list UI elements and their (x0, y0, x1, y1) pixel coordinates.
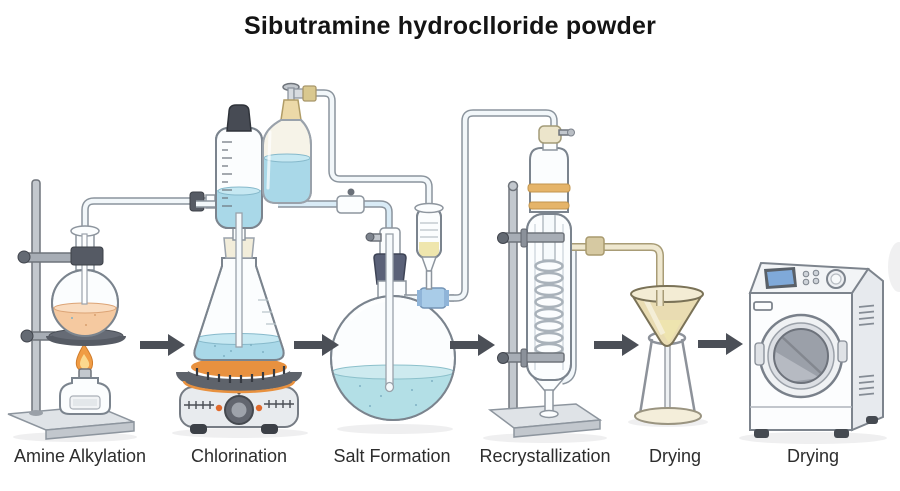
drying-funnel-apparatus (630, 285, 704, 425)
stage-label-amine-alkylation: Amine Alkylation (13, 446, 147, 466)
inner-tube (81, 233, 88, 305)
detergent-slot (753, 301, 773, 311)
arrow-1 (140, 334, 185, 356)
stand-base (513, 419, 601, 438)
tube-connector (336, 195, 365, 214)
inner-tube (235, 212, 243, 348)
joint-band (527, 183, 571, 193)
arrow-5 (698, 333, 743, 355)
condenser-coil (534, 259, 564, 356)
control-buttons (802, 269, 820, 286)
machine-feet (754, 416, 878, 438)
amine-alkylation-apparatus (7, 179, 218, 440)
door (754, 313, 848, 399)
valve-fitting (302, 85, 317, 102)
clamp-jaw (70, 246, 104, 266)
stage-label-drying-machine: Drying (786, 446, 840, 466)
dropping-funnel (414, 202, 444, 290)
stopcock-pin (347, 188, 355, 196)
round-bottom-flask (46, 225, 126, 346)
recrystallization-apparatus (487, 125, 664, 438)
hose-connector (419, 287, 447, 309)
salt-formation-apparatus (330, 109, 558, 421)
gas-bottle (262, 82, 317, 204)
outlet-tube (566, 236, 664, 296)
tube-connector (585, 236, 605, 256)
page-title: Sibutramine hydroclloride powder (243, 12, 656, 40)
door-hinge (754, 342, 765, 366)
transfer-tube-1 (81, 191, 218, 232)
stand-base (45, 421, 135, 440)
drying-machine (748, 261, 884, 438)
alcohol-lamp (59, 343, 111, 415)
stage-label-recrystallization: Recrystallization (479, 446, 611, 466)
gas-bottle-assembly (262, 82, 433, 236)
door-latch (837, 340, 848, 363)
bottle-liquid (263, 157, 311, 203)
jacket-tube (561, 250, 577, 385)
hot-plate-ring (176, 369, 302, 391)
arrow-3 (450, 334, 495, 356)
stage-label-chlorination: Chlorination (190, 446, 288, 466)
edge-shadow (888, 242, 900, 292)
tripod-base (634, 407, 702, 425)
stage-label-drying-funnel: Drying (648, 446, 702, 466)
flow-arrows (140, 333, 743, 356)
display-screen (767, 270, 794, 286)
riser-tube (450, 109, 558, 302)
bottom-tube (278, 188, 393, 236)
stand-clamps (497, 228, 565, 368)
stage-label-salt-formation: Salt Formation (333, 446, 451, 466)
coil-condenser (526, 125, 575, 419)
valve-tube (314, 89, 433, 207)
funnel (630, 285, 704, 347)
column-cap (226, 104, 252, 132)
machine-side (851, 267, 884, 432)
funnel-liquid (419, 242, 439, 257)
arrow-2 (294, 334, 339, 356)
inner-tube (385, 233, 394, 387)
joint-band (528, 201, 570, 210)
arrow-4 (594, 334, 639, 356)
condenser-cap (538, 125, 562, 144)
round-flask (330, 227, 456, 421)
flame-inner (80, 354, 90, 370)
bottle-stopper (280, 99, 302, 121)
funnel-rim (630, 285, 704, 303)
tripod (634, 330, 702, 425)
side-vents (858, 304, 875, 396)
